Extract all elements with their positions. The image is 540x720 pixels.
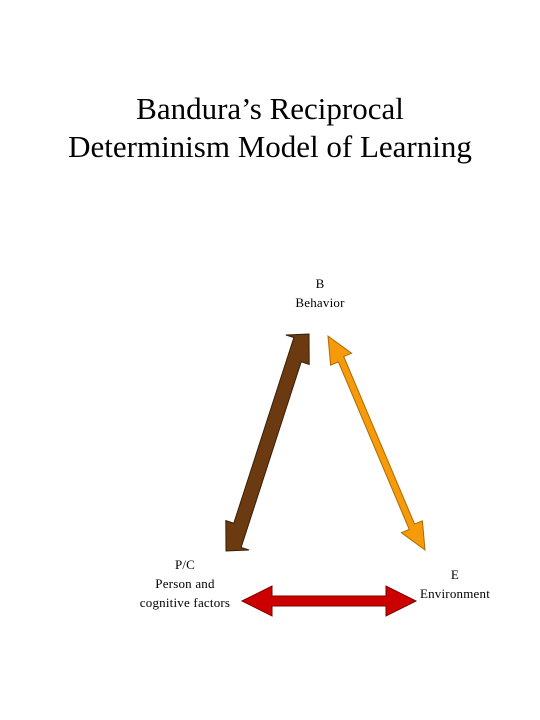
behavior-node-label: B Behavior [260, 274, 380, 312]
environment-letter: E [450, 567, 460, 582]
slide-title: Bandura’s Reciprocal Determinism Model o… [0, 90, 540, 166]
behavior-environment-double-arrow [327, 334, 426, 552]
person-environment-double-arrow [240, 585, 418, 617]
person-name-line-1: Person and [155, 576, 215, 591]
person-behavior-double-arrow [225, 333, 310, 552]
title-line-1: Bandura’s Reciprocal [136, 91, 404, 126]
person-letter: P/C [174, 557, 196, 572]
behavior-letter: B [315, 276, 325, 291]
behavior-name: Behavior [295, 295, 345, 310]
title-line-2: Determinism Model of Learning [68, 129, 472, 164]
environment-name: Environment [419, 586, 491, 601]
person-name-line-2: cognitive factors [139, 595, 231, 610]
person-node-label: P/C Person and cognitive factors [120, 555, 250, 612]
environment-node-label: E Environment [400, 565, 510, 603]
